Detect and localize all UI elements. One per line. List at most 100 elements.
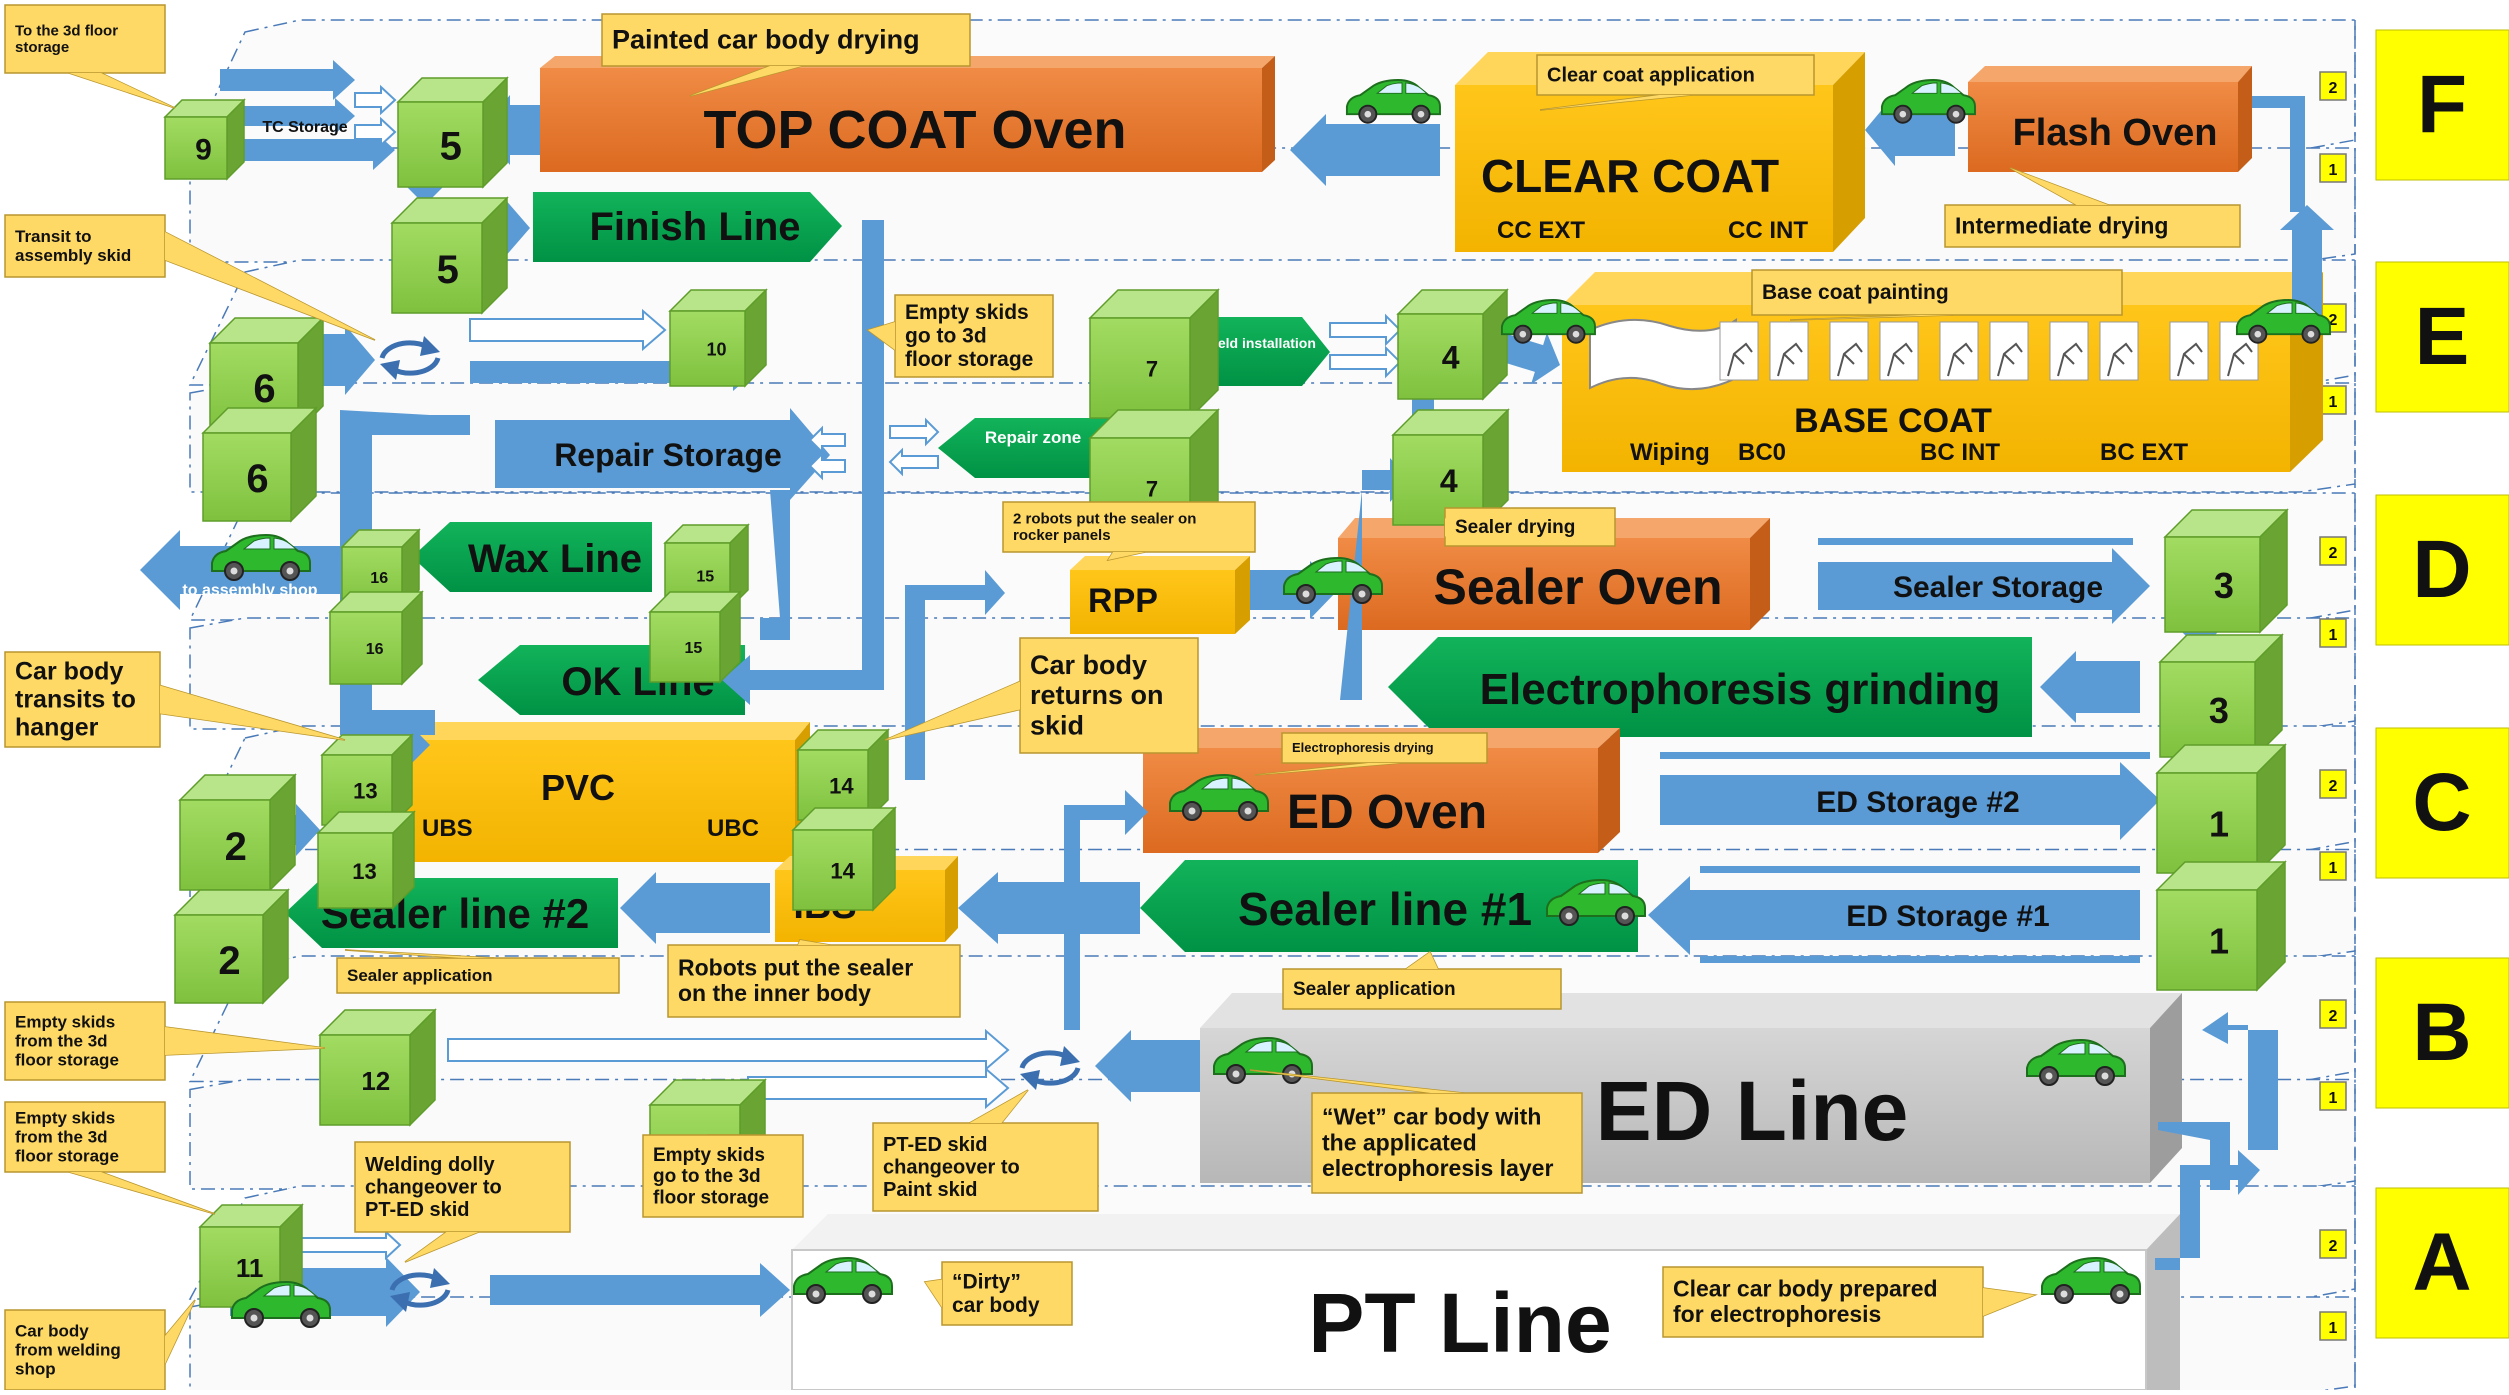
floor-marker — [2319, 536, 2347, 566]
box-number: 14 — [829, 773, 854, 798]
arrow-f-right-down — [2252, 96, 2305, 212]
floor-number: 1 — [2329, 1090, 2338, 1107]
box-3b: 3 — [2158, 633, 2284, 759]
paint-robot-icon — [1719, 321, 1759, 381]
box-number: 2 — [225, 825, 247, 869]
box-2a: 2 — [178, 773, 297, 892]
paint-robot-icon — [1829, 321, 1869, 381]
callout-dirty-body: “Dirty”car body — [923, 1261, 1073, 1326]
arrow-f-tc-2 — [354, 116, 397, 148]
car-icon — [1283, 556, 1383, 604]
floor-marker — [2319, 1311, 2347, 1341]
arrow-sealer-oven-up — [1340, 458, 1410, 700]
car-icon — [2041, 1256, 2141, 1304]
level-c: C21 — [2319, 727, 2509, 881]
car-icon — [1169, 773, 1269, 821]
box-number: 4 — [1442, 340, 1460, 376]
to-assembly-shop-label: to assembly shop — [182, 582, 317, 599]
arrow-f-storage-in — [220, 60, 355, 100]
box-number: 14 — [830, 858, 855, 883]
callout-text: shop — [15, 1359, 56, 1378]
sealer-line-1-label: Sealer line #1 — [1238, 883, 1532, 935]
arrow-a-up-to-ed — [2155, 1150, 2260, 1270]
car-icon — [1880, 79, 1976, 124]
paint-robot-icon — [1769, 321, 1809, 381]
top-coat-oven-label: TOP COAT Oven — [703, 100, 1126, 160]
ed-storage-2: ED Storage #2 — [1660, 752, 2160, 840]
rpp-booth: RPP — [1070, 556, 1250, 634]
rotation-icon — [1019, 1046, 1081, 1090]
arrow-12-to-rot — [447, 1028, 1010, 1072]
callout-text: “Wet” car body with — [1322, 1104, 1541, 1130]
box-number: 7 — [1146, 356, 1158, 381]
arrow-sl1-to-ibs — [958, 872, 1140, 944]
ubc-label: UBC — [707, 815, 759, 842]
callout-text: for electrophoresis — [1673, 1301, 1881, 1327]
arrow-e-skid-10 — [469, 308, 667, 352]
box-number: 13 — [352, 859, 376, 884]
arrow-a-rot-to-pt — [490, 1263, 790, 1317]
callout-text: transits to — [15, 686, 136, 714]
callout-text: from welding — [15, 1340, 121, 1359]
arrow-ed-to-rot — [1095, 1030, 1200, 1102]
floor-marker — [2319, 153, 2347, 183]
box-13b: 13 — [316, 810, 416, 910]
arrow-f-storage-in2 — [220, 130, 395, 170]
callout-text: Car body — [15, 658, 123, 686]
paint-robot-icon — [2099, 321, 2139, 381]
callout-text: Paint skid — [883, 1179, 977, 1201]
arrow-repair-rz1 — [889, 417, 940, 447]
box-number: 7 — [1146, 476, 1158, 501]
electrophoresis-grinding-label: Electrophoresis grinding — [1480, 665, 2001, 714]
callout-clear-coat-application: Clear coat application — [1536, 54, 1815, 111]
floor-number: 2 — [2329, 312, 2338, 329]
arrow-ibs-to-sl2 — [620, 872, 770, 944]
box-6b: 6 — [201, 406, 318, 523]
box-5b: 5 — [390, 196, 509, 315]
paint-robot-icon — [1879, 321, 1919, 381]
sealer-storage: Sealer Storage — [1818, 538, 2150, 624]
rotation-icon — [389, 1268, 451, 1312]
bc0-label: BC0 — [1738, 439, 1786, 466]
arrow-repair-in2 — [808, 451, 846, 481]
level-b: B21 — [2319, 957, 2509, 1111]
box-16b: 16 — [328, 590, 424, 686]
callout-painted-drying: Painted car body drying — [601, 13, 971, 97]
level-letter: C — [2412, 757, 2471, 848]
callout-text: rocker panels — [1013, 527, 1111, 544]
callout-base-coat-painting: Base coat painting — [1751, 269, 2123, 321]
car-icon — [1546, 878, 1646, 926]
arrow-f-tc-1 — [354, 84, 397, 116]
clear-coat-label: CLEAR COAT — [1481, 150, 1779, 202]
ed-storage-1-label: ED Storage #1 — [1846, 900, 2049, 933]
shield-installation-label: Shield installation — [1196, 335, 1316, 351]
box-number: 12 — [361, 1066, 390, 1096]
box-9: 9 — [163, 98, 246, 181]
floor-number: 2 — [2329, 80, 2338, 97]
repair-storage: Repair Storage — [495, 408, 830, 500]
box-6a: 6 — [208, 316, 325, 433]
box-10: 10 — [668, 288, 768, 388]
level-e: E21 — [2319, 261, 2509, 415]
callout-text: changeover to — [883, 1156, 1020, 1178]
cc-int-label: CC INT — [1728, 217, 1808, 244]
ubs-label: UBS — [422, 815, 473, 842]
box-4a: 4 — [1396, 288, 1509, 401]
box-number: 2 — [218, 939, 240, 983]
floor-number: 1 — [2329, 860, 2338, 877]
paint-robot-icon — [2169, 321, 2209, 381]
box-number: 3 — [2214, 565, 2234, 606]
box-number: 16 — [370, 570, 388, 587]
box-number: 6 — [246, 457, 268, 501]
box-number: 1 — [2209, 921, 2229, 962]
box-number: 5 — [440, 125, 462, 169]
